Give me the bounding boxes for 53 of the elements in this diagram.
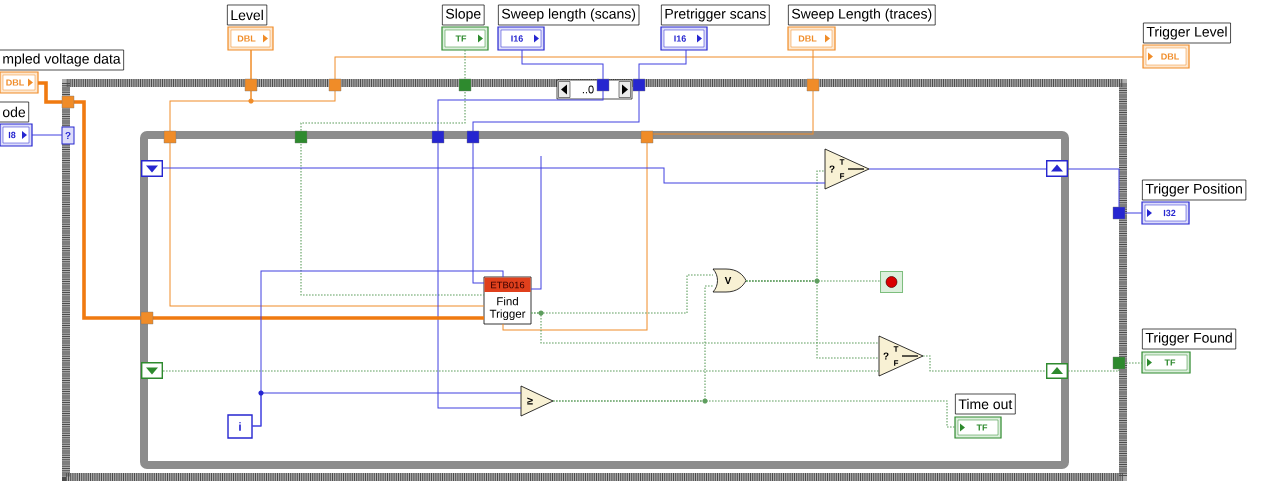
wire <box>162 370 880 372</box>
wire <box>1067 362 1143 372</box>
select-function: ? T F <box>878 335 924 377</box>
wire <box>502 49 814 331</box>
indicator-terminal: TF <box>954 416 1002 439</box>
wire <box>162 167 826 184</box>
wire <box>437 49 604 409</box>
wire <box>1067 168 1143 214</box>
terminal-label: Sweep length (scans) <box>498 4 640 26</box>
terminal-label: Trigger Level <box>1143 22 1231 44</box>
terminal-label: Level <box>227 4 268 26</box>
indicator-terminal: I32 <box>1141 201 1190 225</box>
control-terminal: DBL <box>787 26 836 51</box>
terminal-label: Time out <box>955 393 1016 415</box>
terminal-label: Slope <box>442 4 485 26</box>
wire <box>745 280 880 359</box>
wire <box>300 49 485 296</box>
selector-terminal: ? <box>61 126 75 145</box>
terminal-label: Trigger Position <box>1142 179 1247 201</box>
wire <box>250 49 1144 102</box>
shift-register <box>141 362 163 379</box>
terminal-label: Pretrigger scans <box>661 4 770 26</box>
wire <box>922 355 1047 372</box>
subvi-header: ETB016 <box>484 277 531 292</box>
wire <box>472 49 687 284</box>
terminal-label: mpled voltage data <box>0 49 124 71</box>
terminal-label: ode <box>0 101 30 123</box>
wire <box>251 392 522 427</box>
shift-register <box>141 160 163 177</box>
control-terminal: DBL <box>227 26 274 51</box>
control-terminal: DBL <box>0 71 39 94</box>
wire <box>31 134 63 136</box>
shift-register <box>1046 363 1068 379</box>
iteration-terminal: i <box>227 414 253 439</box>
select-function: ? T F <box>824 148 870 190</box>
wire <box>530 155 542 290</box>
control-terminal: TF <box>441 26 489 51</box>
wire <box>552 400 956 428</box>
terminal-label: Sweep Length (traces) <box>788 4 936 26</box>
shift-register <box>1046 160 1068 177</box>
control-terminal: I8 <box>0 123 33 147</box>
wire <box>38 81 484 320</box>
terminal-label: Trigger Found <box>1142 328 1237 350</box>
control-terminal: I16 <box>660 26 708 51</box>
indicator-terminal: TF <box>1141 351 1191 374</box>
control-terminal: I16 <box>497 26 545 51</box>
wire <box>868 168 1047 170</box>
indicator-terminal: DBL <box>1142 44 1190 69</box>
wire <box>530 312 880 344</box>
or-gate: V <box>712 268 747 293</box>
stop-button <box>880 271 903 293</box>
while-loop <box>140 131 1069 469</box>
compare-function: ≥ <box>520 385 554 417</box>
